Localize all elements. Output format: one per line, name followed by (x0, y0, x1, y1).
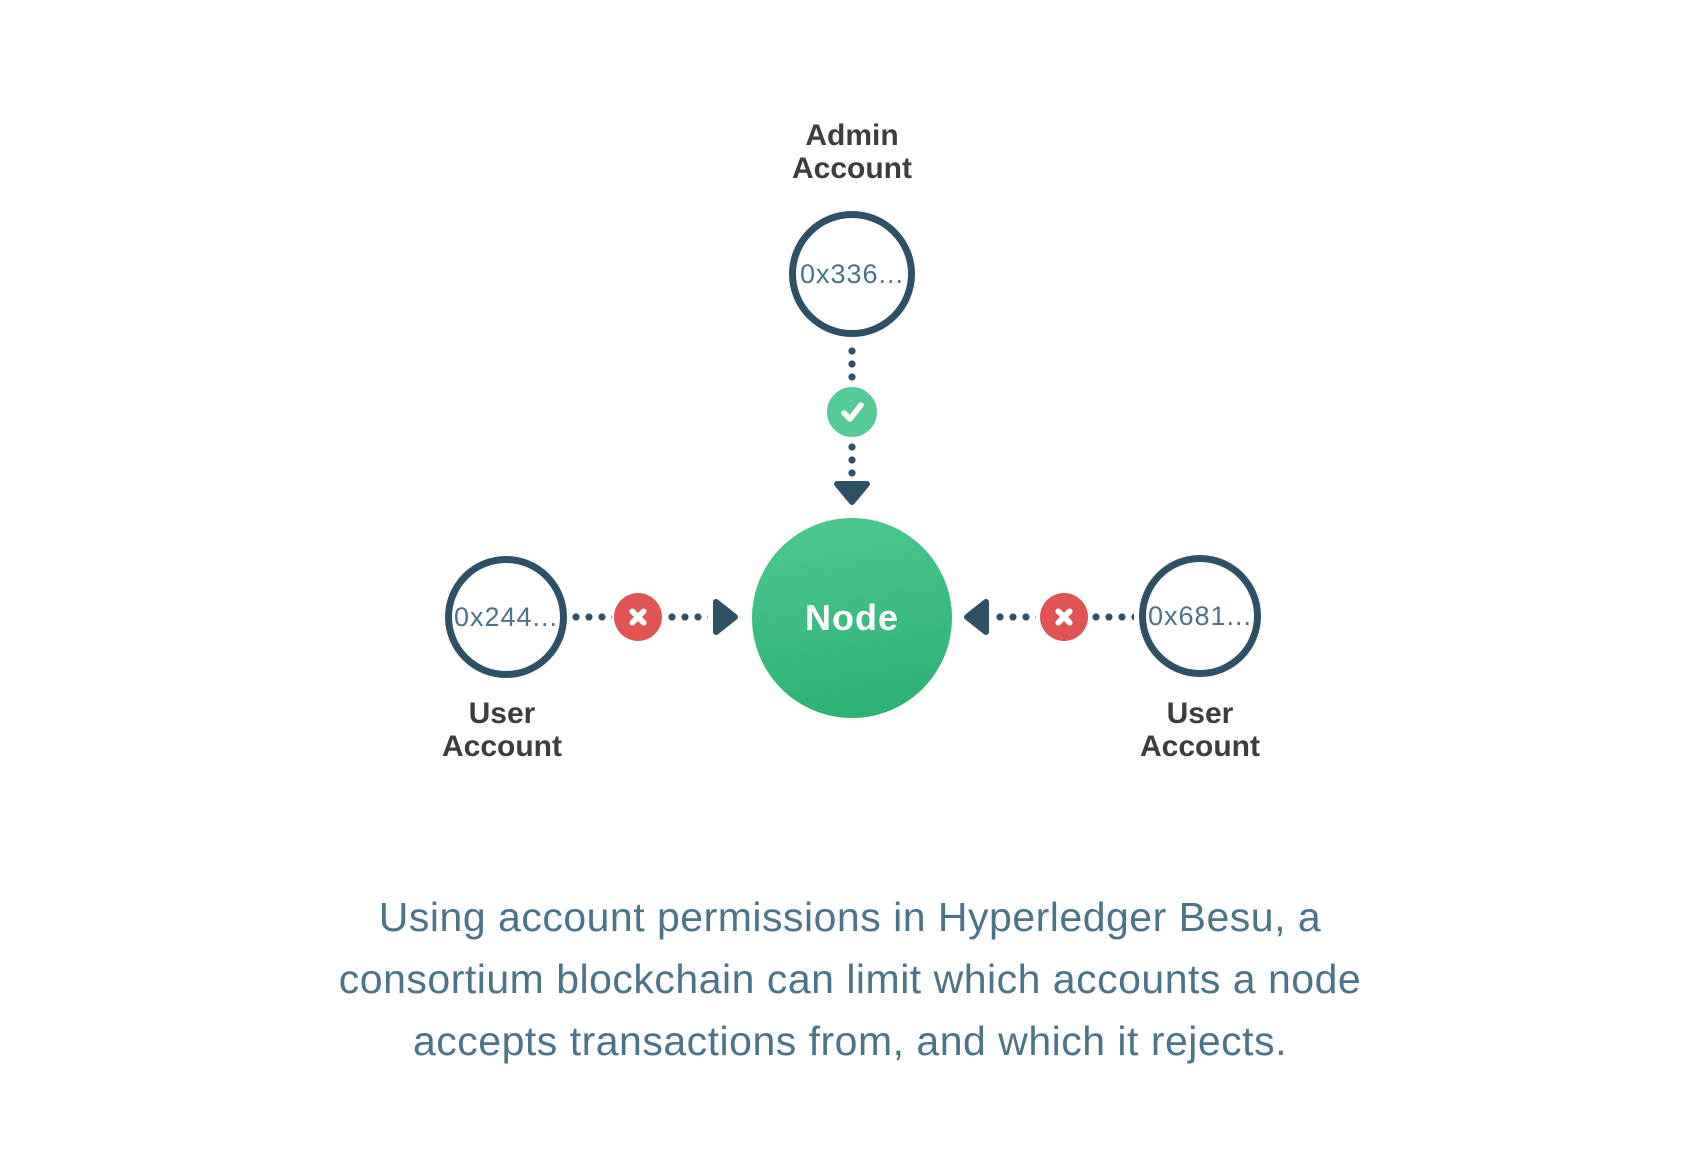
arrow-down-icon (834, 481, 870, 505)
admin-account-address: 0x336... (799, 258, 905, 289)
caption-line-3: accepts transactions from, and which it … (413, 1018, 1287, 1064)
x-icon (1055, 608, 1073, 626)
user-account-label-right-line2: Account (1140, 730, 1260, 763)
user-account-address-left: 0x244... (453, 601, 559, 632)
user-account-label-left: User Account (402, 697, 602, 763)
user-account-label-right: User Account (1100, 697, 1300, 763)
admin-account-label: Admin Account (752, 119, 952, 185)
dotted-connector-left-outer (572, 613, 612, 621)
user-account-circle-left: 0x244... (445, 556, 567, 678)
dotted-connector-admin-upper (848, 347, 856, 385)
permit-check-badge (827, 387, 877, 437)
admin-account-label-line1: Admin (805, 119, 899, 152)
x-icon (629, 608, 647, 626)
node-circle: Node (752, 518, 952, 718)
user-account-label-left-line2: Account (442, 730, 562, 763)
caption-line-1: Using account permissions in Hyperledger… (378, 894, 1322, 940)
caption-text: Using account permissions in Hyperledger… (0, 886, 1700, 1072)
arrow-right-icon (713, 599, 738, 635)
check-icon (841, 402, 864, 422)
node-label: Node (805, 597, 899, 638)
dotted-connector-right-inner (996, 613, 1036, 621)
dotted-connector-admin-lower (848, 443, 856, 478)
user-account-address-right: 0x681... (1147, 600, 1253, 631)
dotted-connector-left-inner (668, 613, 708, 621)
reject-x-badge-right (1040, 593, 1088, 641)
admin-account-label-line2: Account (792, 152, 912, 185)
caption-line-2: consortium blockchain can limit which ac… (338, 956, 1362, 1002)
reject-x-badge-left (614, 593, 662, 641)
arrow-left-icon (964, 599, 989, 635)
dotted-connector-right-outer (1092, 613, 1134, 621)
user-account-label-right-line1: User (1166, 697, 1234, 730)
admin-account-circle: 0x336... (789, 211, 915, 337)
user-account-circle-right: 0x681... (1139, 555, 1261, 677)
user-account-label-left-line1: User (468, 697, 536, 730)
